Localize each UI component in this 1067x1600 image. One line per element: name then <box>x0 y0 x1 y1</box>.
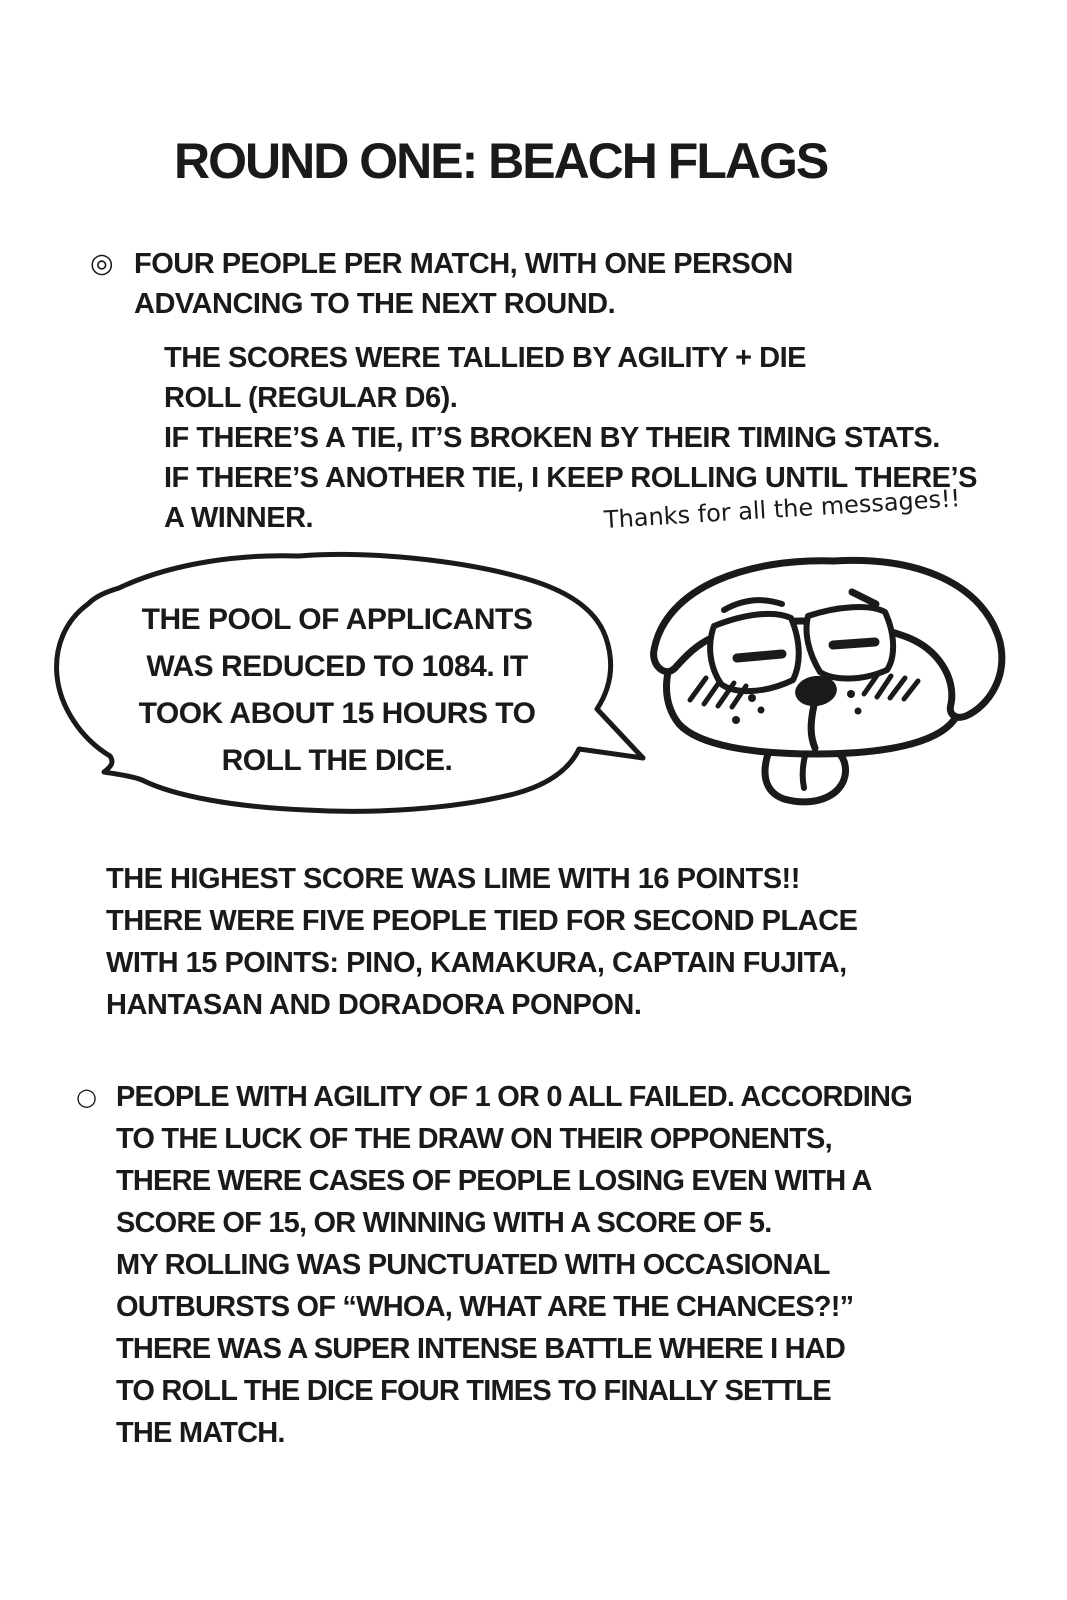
text-line: TOOK ABOUT 15 HOURS TO <box>138 697 536 730</box>
text-line: SCORE OF 15, OR WINNING WITH A SCORE OF … <box>116 1207 772 1239</box>
double-circle-bullet-icon: ◎ <box>90 248 114 279</box>
results-text: THE HIGHEST SCORE WAS LIME WITH 16 POINT… <box>106 858 858 1026</box>
text-line: ADVANCING TO THE NEXT ROUND. <box>134 288 616 320</box>
text-line: WITH 15 POINTS: PINO, KAMAKURA, CAPTAIN … <box>106 947 847 979</box>
circle-bullet-icon: ○ <box>76 1083 97 1111</box>
speech-bubble-text: THE POOL OF APPLICANTS WAS REDUCED TO 10… <box>92 596 582 784</box>
match-rules-text: FOUR PEOPLE PER MATCH, WITH ONE PERSON A… <box>134 244 793 324</box>
text-line: TO THE LUCK OF THE DRAW ON THEIR OPPONEN… <box>116 1123 833 1155</box>
text-line: OUTBURSTS OF “WHOA, WHAT ARE THE CHANCES… <box>116 1291 854 1323</box>
text-line: THE MATCH. <box>116 1417 285 1449</box>
text-line: WAS REDUCED TO 1084. IT <box>146 650 528 683</box>
text-line: ROLL (REGULAR D6). <box>164 382 458 414</box>
text-line: HANTASAN AND DORADORA PONPON. <box>106 989 642 1021</box>
text-line: MY ROLLING WAS PUNCTUATED WITH OCCASIONA… <box>116 1249 830 1281</box>
notes-text: PEOPLE WITH AGILITY OF 1 OR 0 ALL FAILED… <box>116 1076 913 1454</box>
text-line: THERE WERE CASES OF PEOPLE LOSING EVEN W… <box>116 1165 872 1197</box>
text-line: IF THERE’S ANOTHER TIE, I KEEP ROLLING U… <box>164 462 977 494</box>
match-rules-item: ◎ FOUR PEOPLE PER MATCH, WITH ONE PERSON… <box>90 244 793 324</box>
dog-face-drawing <box>650 556 1006 806</box>
text-line: ROLL THE DICE. <box>221 744 453 777</box>
scoring-rules-text: THE SCORES WERE TALLIED BY AGILITY + DIE… <box>164 338 977 538</box>
notes-item: ○ PEOPLE WITH AGILITY OF 1 OR 0 ALL FAIL… <box>76 1076 913 1454</box>
page-title: ROUND ONE: BEACH FLAGS <box>174 133 829 189</box>
text-line: THE POOL OF APPLICANTS <box>141 603 533 636</box>
text-line: THERE WERE FIVE PEOPLE TIED FOR SECOND P… <box>106 905 858 937</box>
text-line: A WINNER. <box>164 502 314 534</box>
speech-bubble <box>54 551 646 814</box>
text-line: PEOPLE WITH AGILITY OF 1 OR 0 ALL FAILED… <box>116 1081 913 1113</box>
text-line: FOUR PEOPLE PER MATCH, WITH ONE PERSON <box>134 248 793 280</box>
text-line: TO ROLL THE DICE FOUR TIMES TO FINALLY S… <box>116 1375 832 1407</box>
text-line: THE HIGHEST SCORE WAS LIME WITH 16 POINT… <box>106 863 800 895</box>
text-line: THE SCORES WERE TALLIED BY AGILITY + DIE <box>164 342 806 374</box>
text-line: THERE WAS A SUPER INTENSE BATTLE WHERE I… <box>116 1333 846 1365</box>
text-line: IF THERE’S A TIE, IT’S BROKEN BY THEIR T… <box>164 422 940 454</box>
